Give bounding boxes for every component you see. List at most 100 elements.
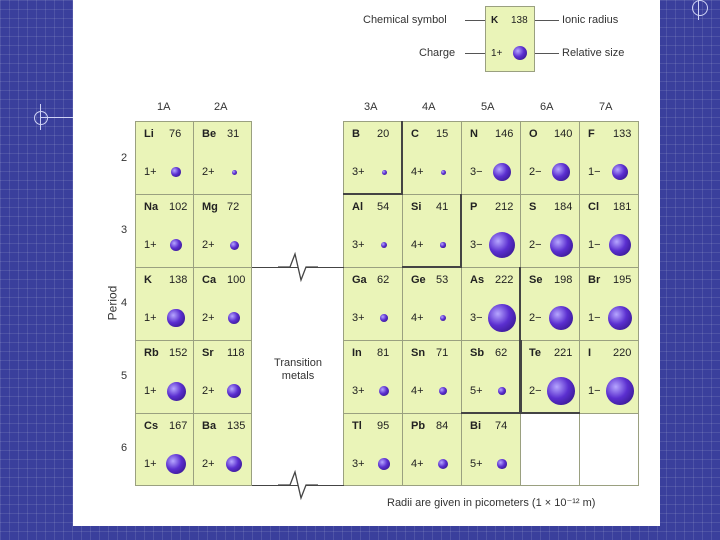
element-cell-ga: Ga 62 3+ (343, 267, 403, 341)
ionic-radius-value: 15 (436, 128, 449, 140)
ion-charge: 5+ (470, 385, 483, 397)
ion-size-dot (378, 385, 390, 397)
ionic-radius-value: 81 (377, 347, 390, 359)
ionic-radius-value: 62 (377, 274, 390, 286)
element-cell-li: Li 76 1+ (135, 121, 194, 195)
ionic-radius-value: 133 (613, 128, 632, 140)
element-cell-tl: Tl 95 3+ (343, 413, 403, 486)
element-symbol: F (588, 128, 595, 140)
element-symbol: Te (529, 347, 542, 359)
ion-size-dot (380, 241, 388, 249)
ion-charge: 2− (529, 385, 542, 397)
ionic-radius-value: 152 (169, 347, 188, 359)
element-symbol: Li (144, 128, 154, 140)
ionic-radius-value: 31 (227, 128, 240, 140)
element-symbol: Tl (352, 420, 362, 432)
ionic-radius-value: 95 (377, 420, 390, 432)
ion-size-dot (380, 314, 388, 322)
group-header-1a: 1A (157, 101, 171, 113)
ionic-radius-value: 195 (613, 274, 632, 286)
ion-size-dot (227, 311, 241, 325)
ionic-radius-value: 221 (554, 347, 573, 359)
ion-charge: 1− (588, 166, 601, 178)
ion-size-dot (165, 453, 187, 475)
ionic-radius-value: 212 (495, 201, 514, 213)
ion-charge: 1+ (144, 458, 157, 470)
ionic-radius-value: 71 (436, 347, 449, 359)
ion-charge: 4+ (411, 239, 424, 251)
ionic-radius-value: 220 (613, 347, 632, 359)
element-symbol: Ga (352, 274, 367, 286)
ion-charge: 1+ (144, 385, 157, 397)
legend-size-label: Relative size (562, 47, 625, 59)
element-symbol: Se (529, 274, 543, 286)
ion-charge: 1− (588, 385, 601, 397)
legend-key-box: K 138 1+ (485, 6, 535, 72)
transition-label-line1: Transition (274, 357, 322, 369)
ion-charge: 2− (529, 312, 542, 324)
element-symbol: I (588, 347, 592, 359)
ion-size-dot (229, 240, 239, 250)
ion-charge: 1− (588, 239, 601, 251)
ionic-radius-value: 135 (227, 420, 246, 432)
ion-size-dot (606, 377, 634, 405)
ionic-radius-value: 72 (227, 201, 240, 213)
ion-size-dot (167, 309, 185, 327)
empty-cell (579, 413, 639, 486)
break-zigzag-icon (278, 469, 318, 501)
ion-charge: 1+ (144, 166, 157, 178)
transition-metals-label: Transition metals (259, 357, 337, 383)
ion-charge: 1− (588, 312, 601, 324)
ion-size-dot (607, 305, 633, 331)
ion-size-dot (552, 163, 570, 181)
ionic-radius-value: 167 (169, 420, 188, 432)
group-header-4a: 4A (422, 101, 436, 113)
break-zigzag-icon (278, 251, 318, 283)
ion-size-dot (439, 314, 447, 322)
ionic-radius-value: 53 (436, 274, 449, 286)
legend-example-ion-dot (513, 46, 527, 60)
element-symbol: Cs (144, 420, 159, 432)
ion-charge: 2− (529, 166, 542, 178)
legend-radius-label: Ionic radius (562, 14, 619, 26)
element-symbol: P (470, 201, 478, 213)
ion-size-dot (440, 242, 446, 248)
ion-charge: 2− (529, 239, 542, 251)
ionic-radius-value: 84 (436, 420, 449, 432)
group-header-2a: 2A (214, 101, 228, 113)
ion-charge: 3− (470, 312, 483, 324)
ion-charge: 5+ (470, 458, 483, 470)
ion-size-dot (166, 381, 186, 401)
ion-size-dot (488, 231, 516, 259)
ion-size-dot (440, 169, 446, 175)
group-header-3a: 3A (364, 101, 378, 113)
ion-size-dot (488, 304, 516, 332)
ion-size-dot (608, 233, 632, 257)
slide-decoration-circle (34, 111, 48, 125)
ionic-radius-value: 74 (495, 420, 508, 432)
ion-charge: 2+ (202, 458, 215, 470)
ion-charge: 3+ (352, 458, 365, 470)
ion-size-dot (437, 458, 449, 470)
element-symbol: N (470, 128, 478, 140)
element-symbol: Ge (411, 274, 426, 286)
ionic-radius-value: 76 (169, 128, 182, 140)
legend-leader (535, 53, 559, 54)
ionic-radius-value: 118 (227, 347, 245, 359)
element-symbol: Mg (202, 201, 218, 213)
element-symbol: Na (144, 201, 159, 213)
ion-charge: 3+ (352, 312, 365, 324)
ion-charge: 4+ (411, 166, 424, 178)
transition-label-line2: metals (281, 370, 315, 382)
ion-charge: 3− (470, 239, 483, 251)
